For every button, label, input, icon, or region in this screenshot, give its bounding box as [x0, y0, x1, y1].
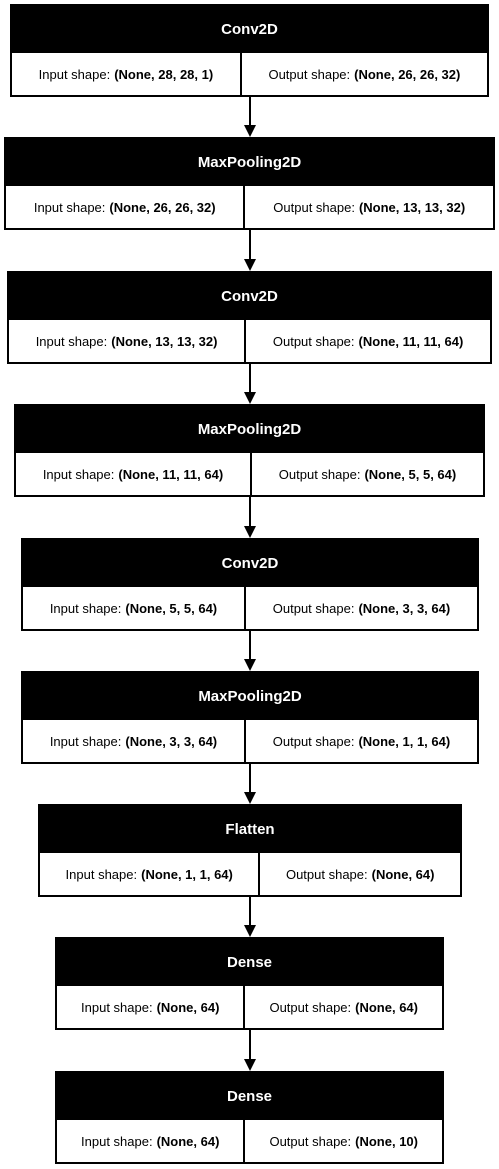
input-shape-value: (None, 13, 13, 32)	[111, 333, 218, 349]
input-shape-cell: Input shape:(None, 13, 13, 32)	[9, 320, 244, 362]
output-shape-label: Output shape:	[278, 466, 361, 482]
input-shape-cell: Input shape:(None, 26, 26, 32)	[6, 186, 243, 228]
layer-title: MaxPooling2D	[6, 139, 493, 186]
input-shape-value: (None, 3, 3, 64)	[125, 733, 218, 749]
layer-title: Conv2D	[9, 273, 490, 320]
connector-arrow	[244, 1030, 256, 1071]
layer-node-maxpooling2d-2: MaxPooling2D Input shape:(None, 11, 11, …	[14, 404, 485, 497]
output-shape-label: Output shape:	[273, 199, 355, 215]
input-shape-label: Input shape:	[81, 1133, 153, 1149]
layer-node-dense-2: Dense Input shape:(None, 64) Output shap…	[55, 1071, 444, 1164]
output-shape-label: Output shape:	[269, 999, 352, 1015]
layer-title: Conv2D	[12, 6, 487, 53]
layer-node-maxpooling2d-1: MaxPooling2D Input shape:(None, 26, 26, …	[4, 137, 495, 230]
output-shape-label: Output shape:	[272, 600, 355, 616]
layer-title: Dense	[57, 939, 442, 986]
layer-node-conv2d-2: Conv2D Input shape:(None, 13, 13, 32) Ou…	[7, 271, 492, 364]
input-shape-label: Input shape:	[49, 733, 122, 749]
layer-node-conv2d-1: Conv2D Input shape:(None, 28, 28, 1) Out…	[10, 4, 489, 97]
input-shape-cell: Input shape:(None, 28, 28, 1)	[12, 53, 240, 95]
input-shape-label: Input shape:	[65, 866, 138, 882]
layer-title: Dense	[57, 1073, 442, 1120]
output-shape-value: (None, 1, 1, 64)	[358, 733, 451, 749]
output-shape-cell: Output shape:(None, 3, 3, 64)	[243, 587, 477, 629]
output-shape-value: (None, 64)	[355, 999, 418, 1015]
input-shape-cell: Input shape:(None, 11, 11, 64)	[16, 453, 250, 495]
input-shape-cell: Input shape:(None, 3, 3, 64)	[23, 720, 244, 762]
output-shape-value: (None, 5, 5, 64)	[364, 466, 457, 482]
layer-title: Flatten	[40, 806, 460, 853]
input-shape-cell: Input shape:(None, 64)	[57, 986, 243, 1028]
input-shape-label: Input shape:	[81, 999, 153, 1015]
connector-arrow	[244, 497, 256, 538]
input-shape-value: (None, 1, 1, 64)	[141, 866, 233, 882]
layer-node-dense-1: Dense Input shape:(None, 64) Output shap…	[55, 937, 444, 1030]
layer-title: Conv2D	[23, 540, 477, 587]
input-shape-cell: Input shape:(None, 5, 5, 64)	[23, 587, 244, 629]
output-shape-value: (None, 26, 26, 32)	[354, 66, 461, 82]
output-shape-label: Output shape:	[285, 866, 368, 882]
connector-arrow	[244, 631, 256, 671]
output-shape-cell: Output shape:(None, 64)	[243, 986, 442, 1028]
connector-arrow	[244, 230, 256, 271]
input-shape-label: Input shape:	[42, 466, 115, 482]
output-shape-cell: Output shape:(None, 13, 13, 32)	[243, 186, 493, 228]
layer-title: MaxPooling2D	[23, 673, 477, 720]
input-shape-value: (None, 28, 28, 1)	[114, 66, 214, 82]
input-shape-value: (None, 26, 26, 32)	[109, 199, 216, 215]
input-shape-label: Input shape:	[33, 199, 106, 215]
output-shape-value: (None, 13, 13, 32)	[358, 199, 466, 215]
output-shape-label: Output shape:	[272, 733, 355, 749]
output-shape-value: (None, 11, 11, 64)	[358, 333, 464, 349]
input-shape-value: (None, 11, 11, 64)	[118, 466, 224, 482]
input-shape-cell: Input shape:(None, 64)	[57, 1120, 243, 1162]
connector-arrow	[244, 364, 256, 404]
output-shape-cell: Output shape:(None, 64)	[258, 853, 460, 895]
layer-title: MaxPooling2D	[16, 406, 483, 453]
output-shape-value: (None, 10)	[355, 1133, 418, 1149]
connector-arrow	[244, 897, 256, 937]
input-shape-value: (None, 64)	[156, 1133, 220, 1149]
output-shape-value: (None, 64)	[371, 866, 435, 882]
output-shape-cell: Output shape:(None, 10)	[243, 1120, 442, 1162]
layer-node-flatten: Flatten Input shape:(None, 1, 1, 64) Out…	[38, 804, 462, 897]
connector-arrow	[244, 764, 256, 804]
input-shape-label: Input shape:	[49, 600, 122, 616]
output-shape-cell: Output shape:(None, 26, 26, 32)	[239, 53, 487, 95]
layer-node-maxpooling2d-3: MaxPooling2D Input shape:(None, 3, 3, 64…	[21, 671, 479, 764]
input-shape-cell: Input shape:(None, 1, 1, 64)	[40, 853, 258, 895]
input-shape-label: Input shape:	[38, 66, 111, 82]
input-shape-value: (None, 64)	[156, 999, 220, 1015]
output-shape-cell: Output shape:(None, 5, 5, 64)	[249, 453, 483, 495]
output-shape-cell: Output shape:(None, 1, 1, 64)	[243, 720, 477, 762]
input-shape-label: Input shape:	[35, 333, 108, 349]
output-shape-label: Output shape:	[268, 66, 351, 82]
output-shape-label: Output shape:	[269, 1133, 352, 1149]
output-shape-cell: Output shape:(None, 11, 11, 64)	[244, 320, 490, 362]
layer-node-conv2d-3: Conv2D Input shape:(None, 5, 5, 64) Outp…	[21, 538, 479, 631]
output-shape-label: Output shape:	[272, 333, 355, 349]
connector-arrow	[244, 97, 256, 137]
input-shape-value: (None, 5, 5, 64)	[125, 600, 218, 616]
output-shape-value: (None, 3, 3, 64)	[358, 600, 451, 616]
